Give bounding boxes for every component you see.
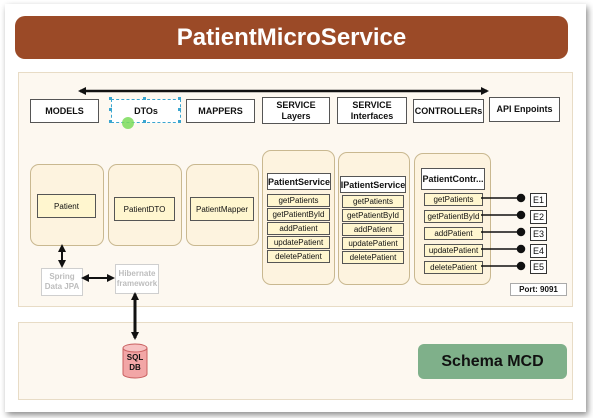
layer-models: MODELS [30, 99, 99, 123]
controller-method: deletePatient [424, 261, 483, 274]
sql-db-icon [122, 343, 148, 379]
patient-controller-title: PatientContr... [421, 168, 485, 190]
schema-mcd-label: Schema MCD [418, 344, 567, 379]
controller-method: addPatient [424, 227, 483, 240]
interface-method: updatePatient [342, 237, 404, 250]
service-method: addPatient [267, 222, 330, 235]
layer-api-endpoints: API Enpoints [489, 97, 560, 122]
interface-method: getPatients [342, 195, 404, 208]
interface-method: getPatientById [342, 209, 404, 222]
service-method: updatePatient [267, 236, 330, 249]
sql-db-label: SQL DB [126, 353, 144, 372]
controller-method: updatePatient [424, 244, 483, 257]
layer-mappers: MAPPERS [186, 99, 255, 123]
layer-service-interfaces: SERVICE Interfaces [337, 97, 407, 124]
spring-data-jpa-box: Spring Data JPA [41, 268, 83, 296]
endpoint-connectors [481, 193, 526, 271]
diagram-title: PatientMicroService [176, 23, 407, 51]
endpoint-label: E1 [530, 193, 547, 207]
patient-service-title: PatientService [267, 173, 331, 190]
service-method: getPatientById [267, 208, 330, 221]
ipatient-service-title: IPatientService [340, 176, 406, 193]
interface-method: deletePatient [342, 251, 404, 264]
port-label: Port: 9091 [510, 283, 567, 296]
hibernate-box: Hibernate framework [115, 264, 159, 294]
patient-mapper: PatientMapper [190, 197, 254, 221]
interface-method: addPatient [342, 223, 404, 236]
endpoint-label: E4 [530, 244, 547, 258]
rotate-handle [122, 117, 134, 129]
endpoint-label: E5 [530, 260, 547, 274]
title-banner: PatientMicroService [15, 16, 568, 59]
controller-method: getPatients [424, 193, 483, 206]
selection-handles [109, 97, 181, 123]
patient-entity: Patient [37, 194, 96, 218]
layer-service-layers: SERVICE Layers [262, 97, 330, 124]
patient-dto: PatientDTO [114, 197, 175, 221]
endpoint-label: E2 [530, 210, 547, 224]
controller-method: getPatientById [424, 210, 483, 223]
service-method: getPatients [267, 194, 330, 207]
service-method: deletePatient [267, 250, 330, 263]
layer-controllers: CONTROLLERs [413, 99, 484, 123]
endpoint-label: E3 [530, 227, 547, 241]
